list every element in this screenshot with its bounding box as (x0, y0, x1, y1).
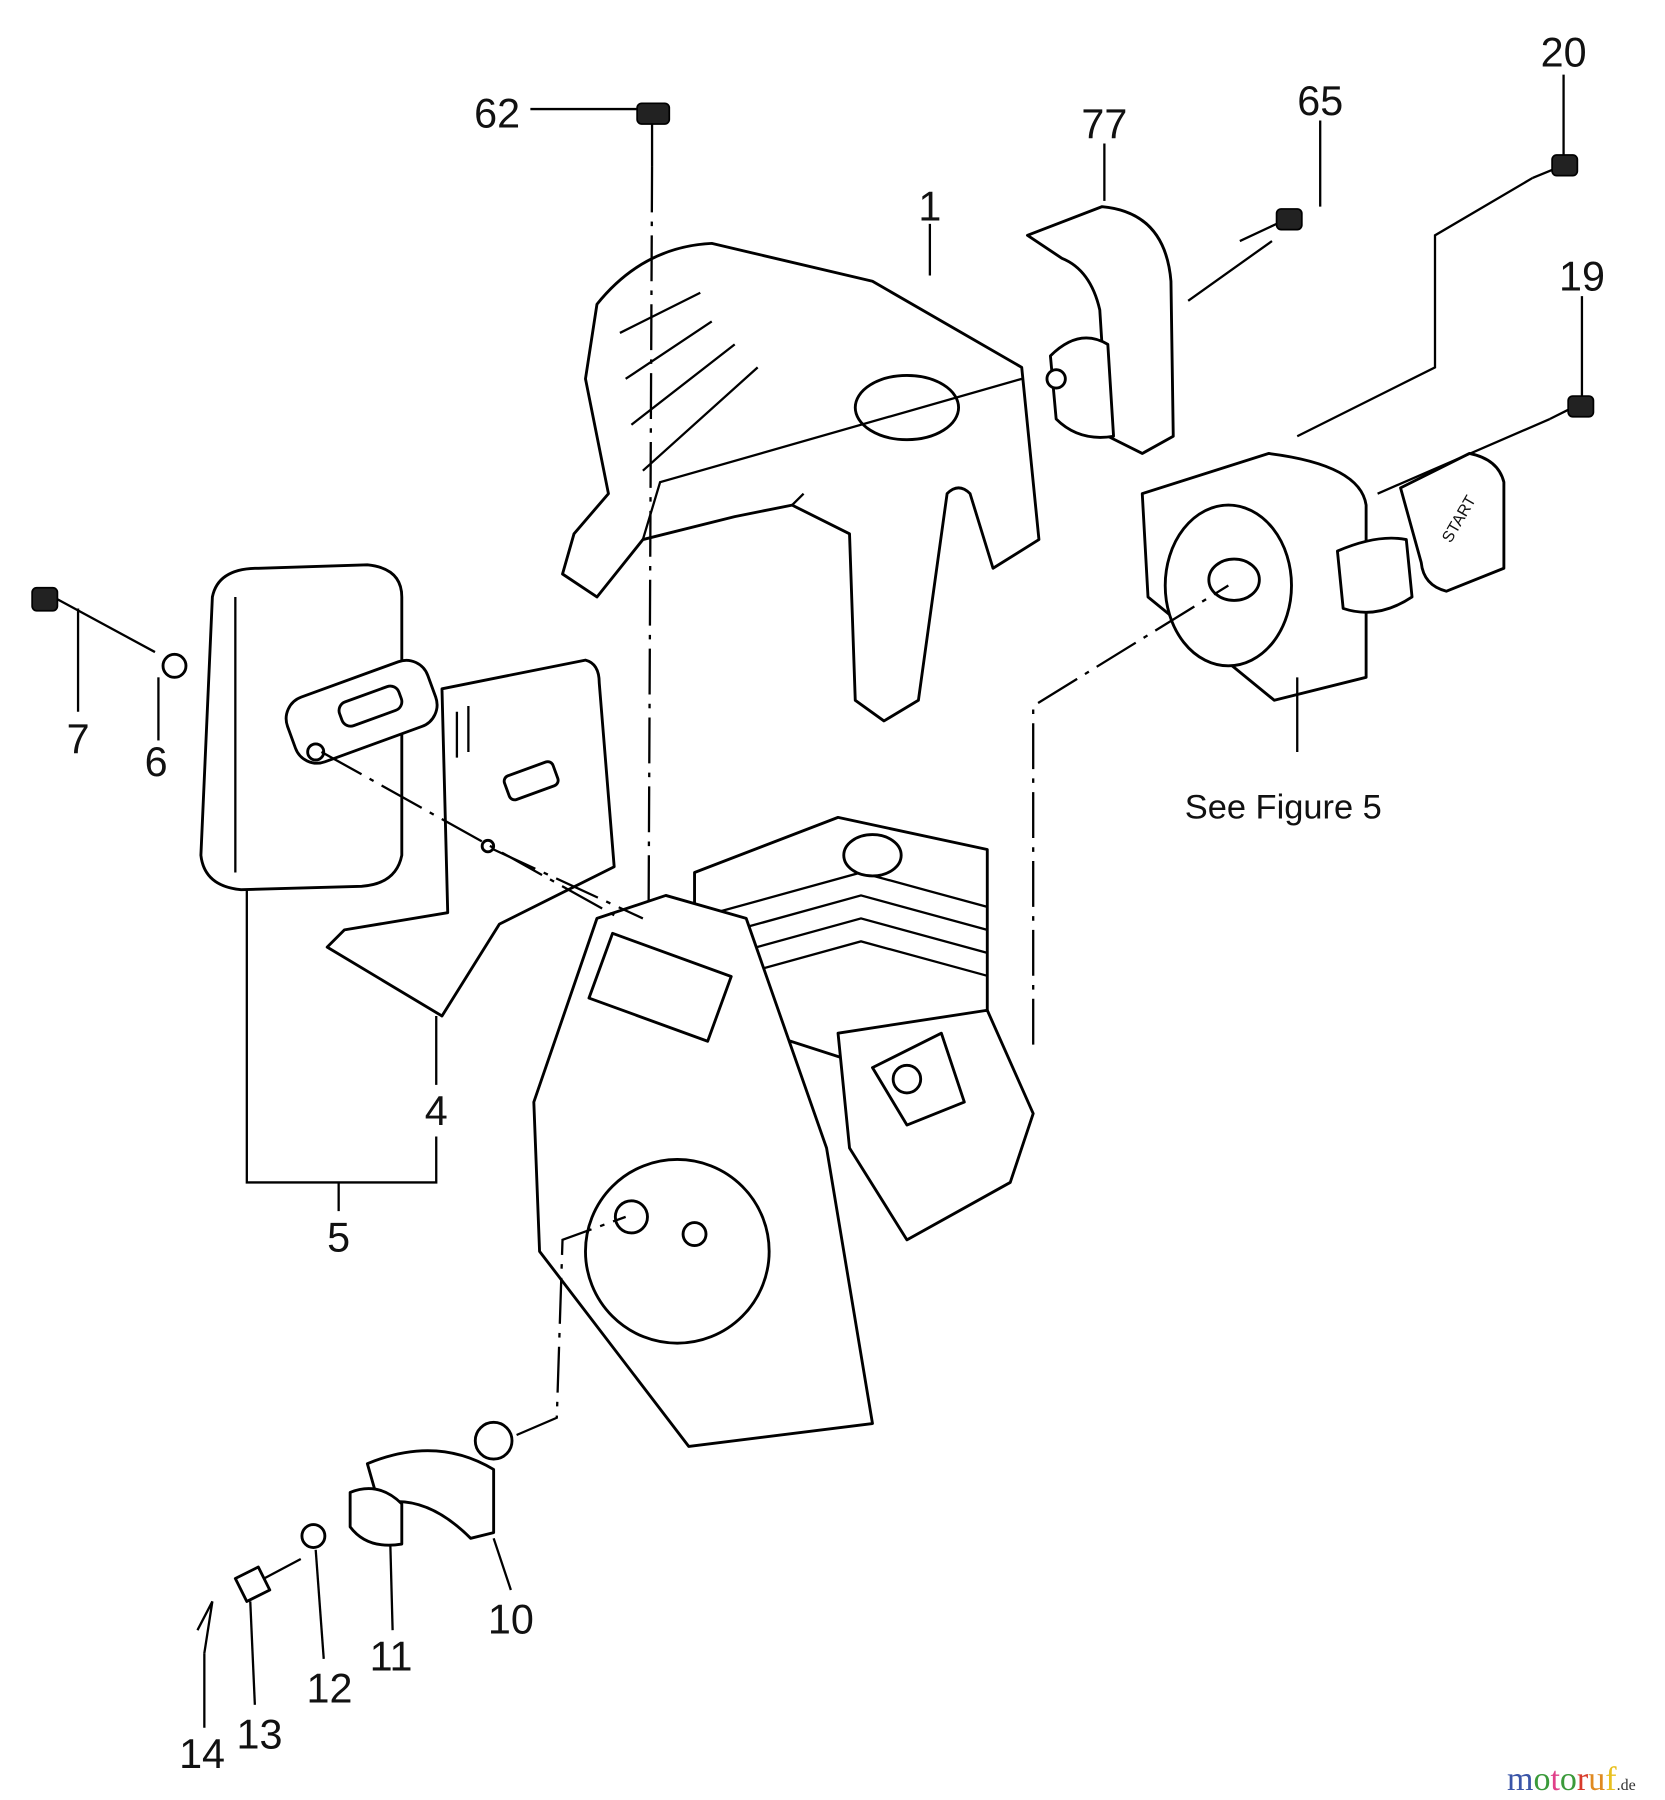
callout-4: 4 (425, 1088, 448, 1134)
engine-cover-part (561, 241, 1041, 723)
callout-12: 12 (307, 1665, 353, 1711)
muffler-part (199, 563, 439, 892)
callout-19: 19 (1559, 253, 1605, 299)
callout-13: 13 (236, 1711, 282, 1757)
callout-65: 65 (1297, 78, 1343, 124)
reference-note: See Figure 5 (1185, 789, 1382, 827)
callout-14: 14 (179, 1731, 225, 1777)
callout-1: 1 (918, 183, 941, 229)
top-cover-part (1026, 205, 1175, 455)
callout-77: 77 (1081, 101, 1127, 147)
callout-10: 10 (488, 1597, 534, 1643)
callout-6: 6 (145, 739, 168, 785)
engine-block-part (532, 815, 1035, 1448)
leader-lines (76, 74, 1584, 1728)
callout-11: 11 (370, 1633, 413, 1679)
recoil-starter-part: START (1140, 452, 1506, 702)
fasteners (31, 102, 1595, 1654)
callout-7: 7 (67, 716, 90, 762)
callout-62: 62 (474, 90, 520, 136)
heat-shield-part (325, 658, 616, 1018)
watermark-logo: motoruf.de (1507, 1761, 1636, 1798)
callout-5: 5 (327, 1214, 350, 1260)
callout-20: 20 (1541, 30, 1587, 76)
callout-labels: 62 77 65 20 1 19 7 6 4 5 10 11 12 13 14 … (67, 30, 1605, 1777)
